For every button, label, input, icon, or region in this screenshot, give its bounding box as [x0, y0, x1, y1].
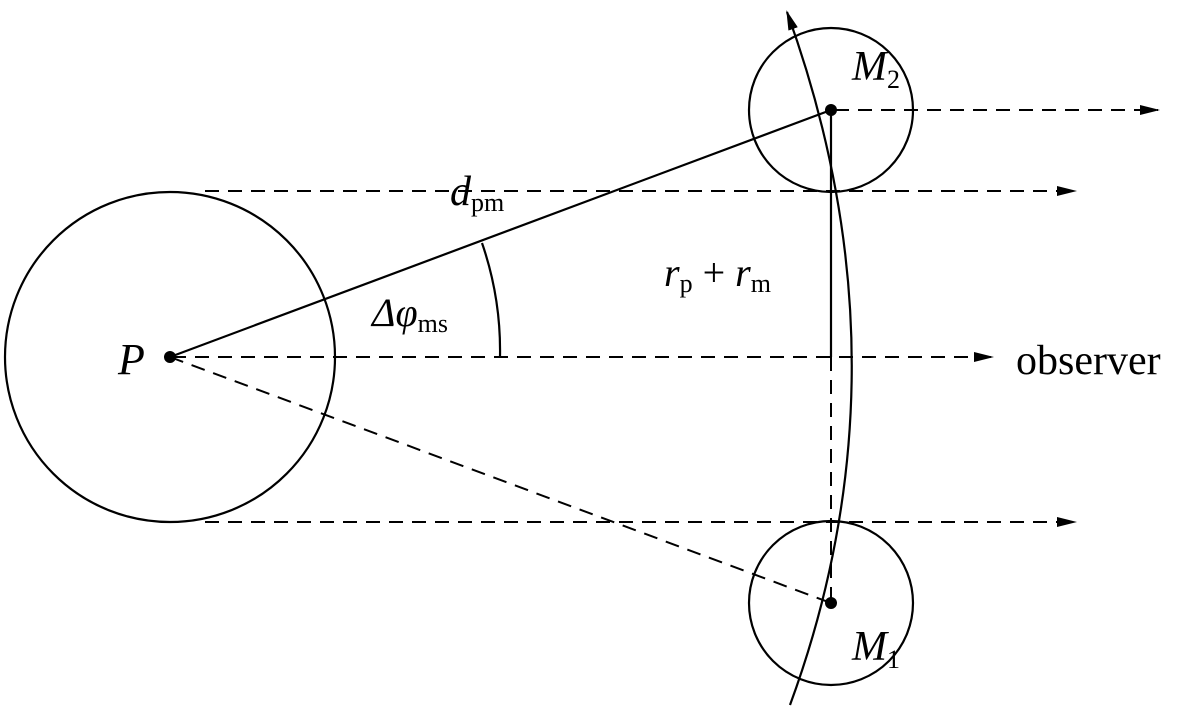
distance-line-p-m2: [169, 108, 832, 359]
moon-m2-center-dot: [825, 104, 837, 116]
angle-arc: [480, 242, 502, 358]
radius-sum-label: rp + rm: [664, 250, 771, 298]
radius-sum-r2: r: [735, 250, 751, 295]
moon-m1-label: M1: [851, 624, 900, 674]
radius-sum-sub1: p: [680, 269, 693, 298]
angle-label-sub: ms: [418, 309, 448, 338]
distance-label: dpm: [450, 169, 504, 217]
orbit-arc: [785, 10, 853, 706]
angle-label-main: Δφ: [370, 290, 418, 335]
moon-m1-label-main: M: [851, 624, 889, 670]
moon-m2-label-main: M: [851, 44, 889, 90]
dashed-line-p-m1: [169, 356, 832, 604]
planet-center-dot: [164, 351, 176, 363]
moon-m2-label-sub: 2: [887, 65, 900, 94]
angle-label: Δφms: [370, 290, 448, 338]
distance-label-sub: pm: [471, 188, 504, 217]
observer-label: observer: [1016, 338, 1161, 384]
radius-sum-sub2: m: [751, 269, 771, 298]
moon-m2-label: M2: [851, 44, 900, 94]
moon-m1-center-dot: [825, 597, 837, 609]
radius-sum-plus: +: [693, 250, 736, 295]
planet-label: P: [117, 335, 145, 384]
distance-label-main: d: [450, 169, 472, 215]
moon-m1-label-sub: 1: [887, 645, 900, 674]
radius-sum-r1: r: [664, 250, 680, 295]
